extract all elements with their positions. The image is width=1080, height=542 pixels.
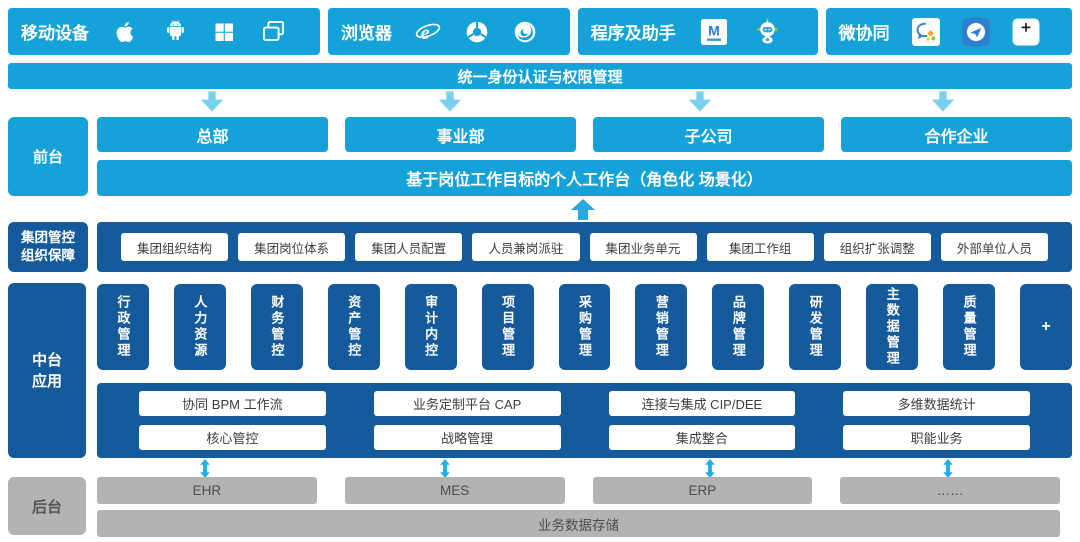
org-box-partner: 合作企业 <box>841 117 1072 152</box>
org-box-division: 事业部 <box>345 117 576 152</box>
storage-bar: 业务数据存储 <box>97 510 1060 537</box>
up-arrow-icon <box>570 199 596 220</box>
wechat-work-icon <box>911 17 940 46</box>
apple-icon <box>117 21 134 42</box>
app-column-brand: 品牌管理 <box>712 284 765 370</box>
mobile-icons <box>89 18 310 45</box>
governance-side-label: 集团管控 组织保障 <box>8 222 88 272</box>
app-column-marketing: 营销管理 <box>635 284 688 370</box>
backend-system-ehr: EHR <box>97 477 317 504</box>
workbench-bar: 基于岗位工作目标的个人工作台（角色化 场景化） <box>97 160 1072 196</box>
access-group-collab: 微协同 <box>825 8 1072 55</box>
org-box-subsidiary: 子公司 <box>593 117 824 152</box>
android-icon <box>166 20 184 41</box>
backend-system-mes: MES <box>344 477 565 504</box>
app-column-assets: 资产管控 <box>327 284 380 370</box>
down-arrow-icon <box>931 90 955 113</box>
ie-browser-icon: e <box>415 21 441 43</box>
app-column-quality: 质量管理 <box>943 284 996 370</box>
access-row: 移动设备 浏览器 e 程序及助手 M 微协同 <box>8 8 1072 55</box>
access-group-assistant: 程序及助手 M <box>577 8 818 55</box>
down-arrow-icon <box>200 90 224 113</box>
platform-item-core-control: 核心管控 <box>139 425 326 450</box>
app-column-administration: 行政管理 <box>97 284 149 370</box>
front-side-label: 前台 <box>8 117 88 196</box>
browser-icons: e <box>392 18 560 46</box>
robot-assistant-icon <box>757 18 778 44</box>
governance-item: 人员兼岗派驻 <box>472 233 580 261</box>
platform-container: 协同 BPM 工作流 业务定制平台 CAP 连接与集成 CIP/DEE 多维数据… <box>97 383 1072 458</box>
platform-item-bpm: 协同 BPM 工作流 <box>139 391 326 416</box>
middle-side-line2: 应用 <box>31 372 62 390</box>
browser-label: 浏览器 <box>340 24 392 43</box>
collab-label: 微协同 <box>838 24 890 43</box>
down-arrow-icon <box>438 90 462 113</box>
platform-item-cap: 业务定制平台 CAP <box>373 391 561 416</box>
plus-app-icon <box>1012 18 1040 45</box>
backend-system-erp: ERP <box>592 477 813 504</box>
app-column-project: 项目管理 <box>481 284 534 370</box>
governance-side-line1: 集团管控 <box>21 229 75 245</box>
platform-item-functional: 职能业务 <box>843 425 1030 450</box>
org-box-headquarters: 总部 <box>97 117 328 152</box>
double-arrow-icon <box>439 459 451 478</box>
middle-side-label: 中台 应用 <box>8 283 86 458</box>
governance-item: 集团工作组 <box>706 233 814 261</box>
windows-icon <box>215 23 234 41</box>
platform-item-strategy: 战略管理 <box>373 425 561 450</box>
app-column-audit: 审计内控 <box>404 284 457 370</box>
mobile-devices-label: 移动设备 <box>21 24 89 43</box>
governance-item: 组织扩张调整 <box>823 233 931 261</box>
double-arrow-icon <box>942 459 954 478</box>
app-column-hr: 人力资源 <box>173 284 226 370</box>
access-group-browser: 浏览器 e <box>327 8 570 55</box>
double-arrow-icon <box>704 459 716 478</box>
identity-bar: 统一身份认证与权限管理 <box>8 63 1072 89</box>
app-column-masterdata: 主数据管理 <box>866 284 919 370</box>
governance-item: 外部单位人员 <box>940 233 1048 261</box>
svg-text:e: e <box>421 21 430 43</box>
assistant-label: 程序及助手 <box>590 24 676 43</box>
app-column-procurement: 采购管理 <box>558 284 611 370</box>
middle-side-line1: 中台 <box>31 351 62 369</box>
svg-text:M: M <box>709 22 721 38</box>
firefox-browser-icon <box>514 21 536 42</box>
governance-item: 集团组织结构 <box>121 233 229 261</box>
app-column-finance: 财务管控 <box>250 284 303 370</box>
app-column-more: + <box>1020 284 1072 370</box>
governance-item: 集团人员配置 <box>355 233 463 261</box>
platform-item-bi: 多维数据统计 <box>843 391 1030 416</box>
backend-system-more: …… <box>840 477 1060 504</box>
down-arrow-icon <box>688 90 712 113</box>
org-row: 总部 事业部 子公司 合作企业 <box>97 117 1072 152</box>
platform-grid: 协同 BPM 工作流 业务定制平台 CAP 连接与集成 CIP/DEE 多维数据… <box>97 383 1072 458</box>
chrome-browser-icon <box>466 21 488 42</box>
backend-side-label: 后台 <box>8 477 86 535</box>
blue-bird-app-icon <box>961 17 990 46</box>
m-app-icon: M <box>701 18 728 45</box>
assistant-icons: M <box>676 17 808 46</box>
platform-item-integration: 集成整合 <box>608 425 796 450</box>
governance-item: 集团岗位体系 <box>238 233 346 261</box>
middle-apps-row: 行政管理 人力资源 财务管控 资产管控 审计内控 项目管理 采购管理 营销管理 … <box>97 284 1072 370</box>
governance-container: 集团组织结构 集团岗位体系 集团人员配置 人员兼岗派驻 集团业务单元 集团工作组… <box>97 222 1072 272</box>
collab-icons <box>890 17 1062 46</box>
double-arrow-icon <box>199 459 211 478</box>
access-group-mobile: 移动设备 <box>8 8 320 55</box>
governance-item: 集团业务单元 <box>589 233 697 261</box>
app-column-rnd: 研发管理 <box>789 284 842 370</box>
backend-systems-row: EHR MES ERP …… <box>97 477 1060 504</box>
platform-item-cipdee: 连接与集成 CIP/DEE <box>608 391 796 416</box>
governance-grid: 集团组织结构 集团岗位体系 集团人员配置 人员兼岗派驻 集团业务单元 集团工作组… <box>97 222 1072 272</box>
multi-window-icon <box>262 20 284 41</box>
governance-side-line2: 组织保障 <box>21 248 75 263</box>
